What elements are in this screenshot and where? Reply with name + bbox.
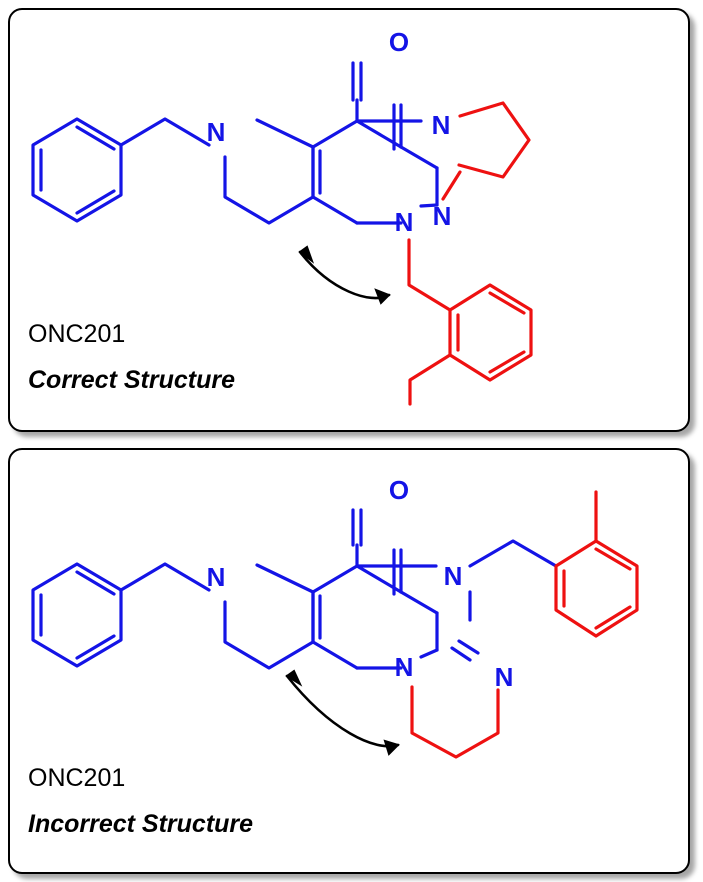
panel2-compound-name: ONC201 xyxy=(28,764,126,792)
atom-label-n10-2: N xyxy=(395,652,414,682)
atom-label-n-imine-2: N xyxy=(495,662,514,692)
panel1-compound-name: ONC201 xyxy=(28,320,126,348)
benzyl-ch2-bond-1 xyxy=(119,117,211,147)
pyrimidinone-core-2 xyxy=(311,548,439,670)
atom-label-n-amide-1: N xyxy=(432,110,451,140)
amide-nitrogen-bonds-2 xyxy=(355,539,558,662)
carbonyl-double-bond-1 xyxy=(351,61,363,123)
benzyl-phenyl-ring-left-2 xyxy=(31,562,123,668)
atom-label-n10-1: N xyxy=(395,207,414,237)
panel-incorrect-structure xyxy=(8,448,690,874)
atom-label-n-benzylamine-1: N xyxy=(207,117,226,147)
tetrahydropyridine-ring-1 xyxy=(223,118,315,225)
carbonyl-double-bond-2 xyxy=(351,508,363,568)
ortho-methylbenzyl-1 xyxy=(407,238,533,406)
atom-label-n-benzylamine-2: N xyxy=(207,562,226,592)
cn-double-bond-1 xyxy=(441,170,462,201)
curved-arrow-1 xyxy=(298,245,391,305)
benzyl-phenyl-ring-left-1 xyxy=(31,117,123,223)
panel1-status-label: Correct Structure xyxy=(28,366,235,394)
imidazoline-ring-1 xyxy=(457,101,531,179)
amide-nitrogen-bonds-1 xyxy=(355,119,439,208)
panel2-status-label: Incorrect Structure xyxy=(28,810,254,838)
tetrahydropyridine-ring-2 xyxy=(223,563,315,670)
imidazoline-ring-2 xyxy=(410,685,500,759)
ortho-methylbenzyl-2 xyxy=(554,490,639,638)
atom-label-o-carbonyl-2: O xyxy=(389,475,409,505)
atom-label-n-imine-1: N xyxy=(433,201,452,231)
atom-label-o-carbonyl-1: O xyxy=(389,27,409,57)
atom-label-n-amide-2: N xyxy=(444,561,463,591)
benzyl-ch2-bond-2 xyxy=(119,562,211,592)
curved-arrow-2 xyxy=(285,669,400,756)
